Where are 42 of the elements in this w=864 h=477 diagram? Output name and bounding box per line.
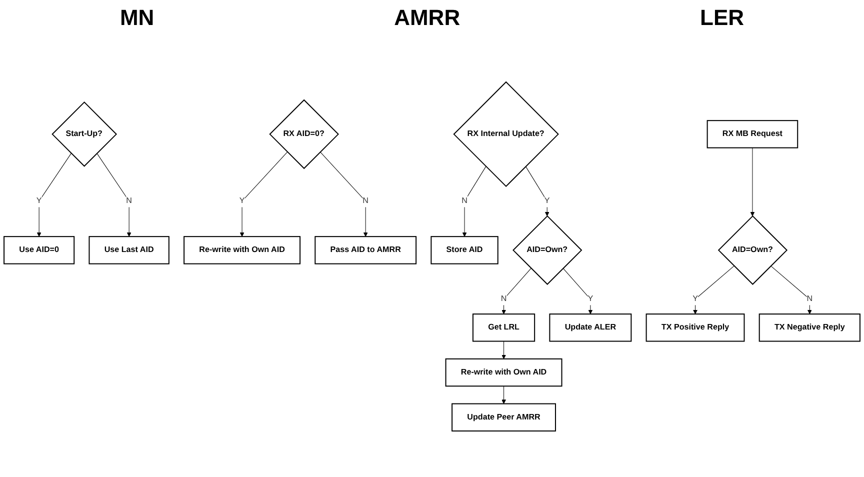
section-heading: AMRR <box>394 5 460 31</box>
node-box: RX MB Request <box>706 120 798 148</box>
node-box: Store AID <box>430 236 498 264</box>
arrow <box>693 266 734 314</box>
edge-label: Y <box>239 196 245 206</box>
arrow <box>562 268 593 314</box>
node-box: Use AID=0 <box>4 236 75 264</box>
arrow <box>36 153 72 237</box>
arrow <box>502 386 506 404</box>
node-diamond: RX Internal Update? <box>453 81 559 188</box>
arrow <box>320 152 368 237</box>
node-box: Update ALER <box>549 314 632 342</box>
arrow <box>462 166 486 237</box>
node-diamond: Start-Up? <box>52 101 118 167</box>
node-diamond: AID=Own? <box>718 215 788 285</box>
arrow <box>750 148 755 216</box>
node-box: TX Negative Reply <box>758 314 860 342</box>
arrow <box>96 153 132 237</box>
edge-label: N <box>806 294 813 304</box>
edge-label: Y <box>544 196 550 206</box>
node-diamond: AID=Own? <box>512 215 582 285</box>
node-box: Get LRL <box>472 314 536 342</box>
arrow <box>770 266 812 314</box>
node-box: Pass AID to AMRR <box>314 236 417 264</box>
node-box: Re-write with Own AID <box>184 236 301 264</box>
node-box: Update Peer AMRR <box>452 403 556 432</box>
edge-label: Y <box>692 294 698 304</box>
edge-label: Y <box>36 196 42 206</box>
section-heading: LER <box>700 5 744 31</box>
edge-label: N <box>462 196 468 206</box>
section-heading: MN <box>120 5 154 31</box>
node-diamond: RX AID=0? <box>269 99 339 170</box>
node-box: Re-write with Own AID <box>445 358 562 387</box>
node-box: Use Last AID <box>88 236 170 264</box>
node-box: TX Positive Reply <box>646 314 745 342</box>
edge-label: N <box>362 196 369 206</box>
edge-label: N <box>126 196 132 206</box>
arrow <box>502 341 506 360</box>
arrow <box>502 268 532 314</box>
edge-label: N <box>500 294 507 304</box>
edge-label: Y <box>588 294 594 304</box>
arrow <box>240 152 288 237</box>
